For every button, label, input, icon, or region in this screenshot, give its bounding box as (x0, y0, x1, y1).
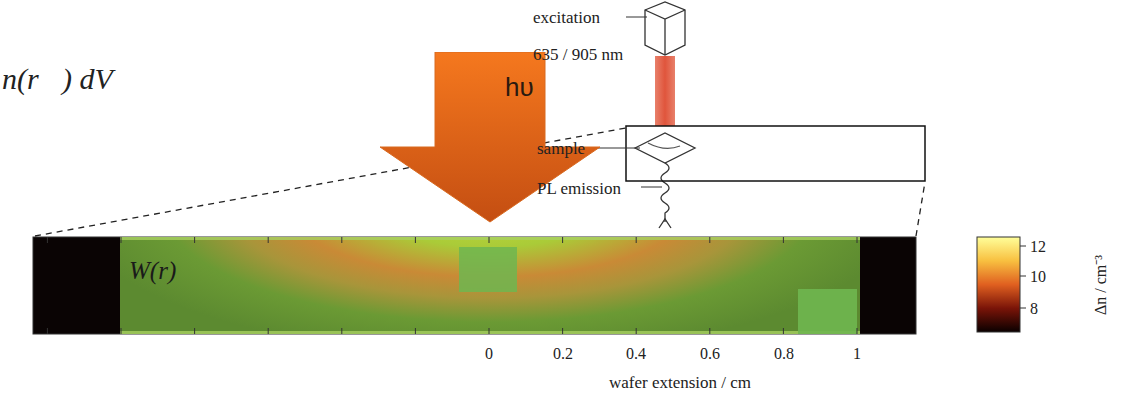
axis-tick: 0.8 (774, 345, 794, 363)
setup (592, 2, 925, 228)
colorbar-tick: 8 (1030, 300, 1038, 318)
axis-title: wafer extension / cm (609, 373, 751, 393)
colorbar (977, 237, 1026, 332)
axis-tick: 1 (853, 345, 861, 363)
colorbar-title: Δn / cm⁻³ (1089, 255, 1111, 315)
photon-arrow: hυ (380, 52, 600, 224)
axis-tick: 0 (485, 345, 493, 363)
node-label: W(r) (129, 257, 176, 285)
axis-tick: 0.2 (553, 345, 573, 363)
axis-tick: 0.4 (626, 345, 646, 363)
axis-tick: 0.6 (700, 345, 720, 363)
part-label: sample (537, 139, 585, 159)
part-label: excitation (533, 8, 600, 28)
laser-beam (655, 56, 675, 126)
arrow-shape (380, 52, 600, 224)
pl-emission (661, 163, 669, 222)
laser-source (645, 2, 685, 55)
node-label: hυ (505, 72, 534, 103)
colorbar-tick: 10 (1030, 268, 1046, 286)
sample-diamond (635, 133, 695, 163)
zoom-frame (626, 126, 925, 181)
part-label: 635 / 905 nm (533, 45, 623, 65)
detector-area (459, 247, 517, 292)
part-label: PL emission (537, 179, 621, 199)
formula: n(r⃗) dV (2, 62, 113, 96)
wafer-region: W(r) (33, 237, 916, 334)
detector-area (798, 289, 857, 334)
colorbar-tick: 12 (1030, 238, 1046, 256)
wafer-bar (33, 237, 916, 334)
